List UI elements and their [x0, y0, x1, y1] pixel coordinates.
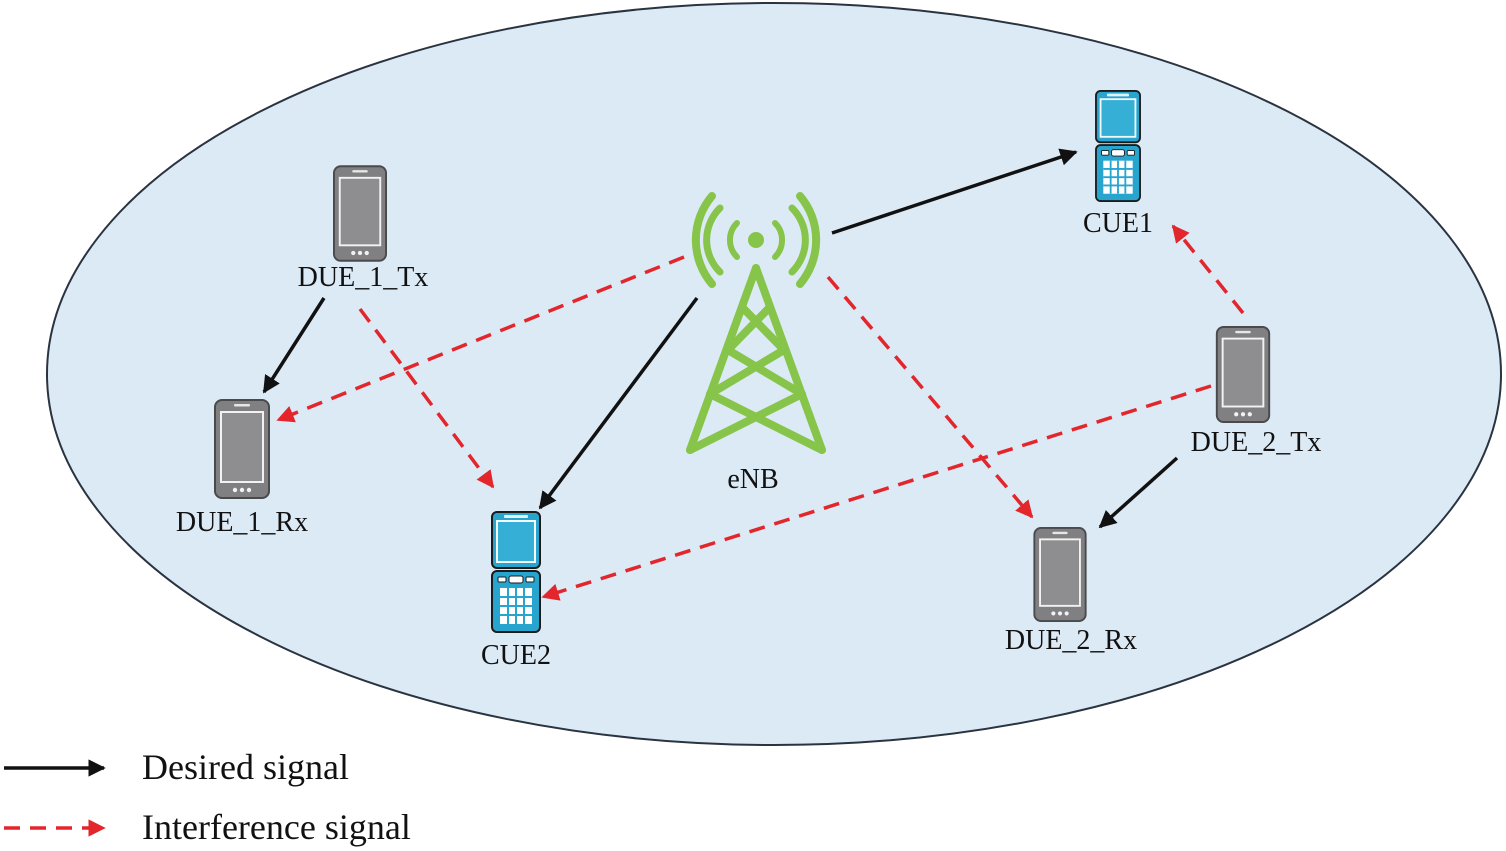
link-due2tx-due2rx — [1098, 456, 1179, 529]
flip-phone-icon — [1095, 90, 1141, 202]
legend: Desired signal Interference signal — [4, 747, 411, 847]
cue2-node: CUE2 — [481, 511, 551, 671]
due1-rx-node: DUE_1_Rx — [176, 399, 308, 538]
legend-item-interference: Interference signal — [4, 807, 411, 847]
smartphone-icon — [1033, 527, 1087, 622]
cue1-label: CUE1 — [1083, 208, 1153, 239]
due1-rx-label: DUE_1_Rx — [176, 507, 308, 538]
due2-tx-label: DUE_2_Tx — [1191, 427, 1322, 458]
link-enb-cue2 — [538, 296, 699, 510]
cue1-node: CUE1 — [1083, 90, 1153, 239]
due1-tx-node: DUE_1_Tx — [298, 165, 429, 293]
signal-links — [262, 148, 1245, 601]
link-enb-due2rx — [826, 275, 1034, 519]
cue2-label: CUE2 — [481, 640, 551, 671]
enb-node: eNB — [686, 192, 826, 495]
due2-rx-node: DUE_2_Rx — [1005, 527, 1137, 656]
due2-rx-label: DUE_2_Rx — [1005, 625, 1137, 656]
link-due1tx-due1rx — [262, 297, 326, 394]
link-enb-due1rx — [276, 255, 685, 423]
due2-tx-node: DUE_2_Tx — [1191, 326, 1322, 458]
cell-tower-icon — [686, 192, 826, 454]
legend-interference-label: Interference signal — [142, 807, 411, 847]
enb-label: eNB — [727, 464, 778, 495]
legend-desired-label: Desired signal — [142, 747, 349, 787]
legend-item-desired: Desired signal — [4, 747, 349, 787]
link-enb-cue1 — [831, 148, 1078, 235]
link-due2tx-cue2 — [541, 384, 1212, 601]
due1-tx-label: DUE_1_Tx — [298, 262, 429, 293]
link-due1tx-cue2 — [358, 307, 495, 489]
smartphone-icon — [1215, 326, 1271, 423]
link-due2tx-cue1 — [1171, 224, 1245, 315]
smartphone-icon — [214, 399, 270, 499]
smartphone-icon — [333, 165, 387, 262]
flip-phone-icon — [491, 511, 541, 633]
